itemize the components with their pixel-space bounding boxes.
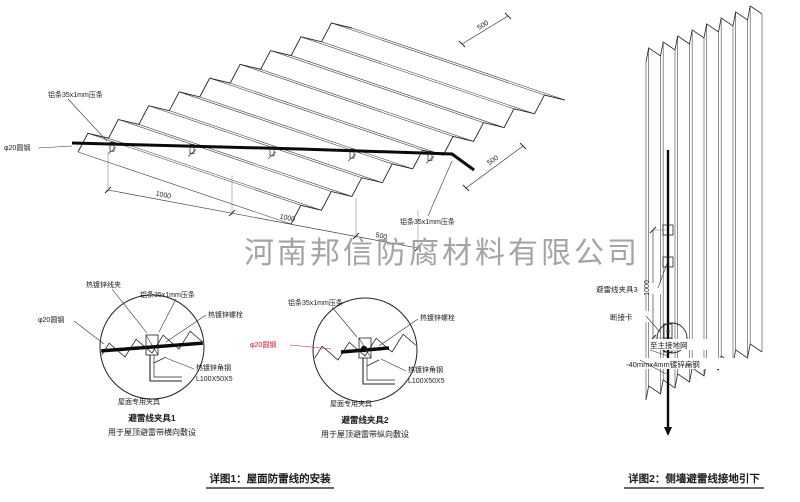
detail-circle-1-drawing xyxy=(99,294,205,400)
leader-line xyxy=(67,98,108,142)
detail2-bolt-label: 热镀锌螺栓 xyxy=(420,313,455,322)
detail2-title: 避雷线夹具2 xyxy=(341,415,389,425)
leader-line xyxy=(639,359,667,375)
wall-clamp3-label: 避雷线夹具3 xyxy=(596,284,638,294)
detail1-angle-label: 热镀锌角钢 xyxy=(196,363,231,372)
leader-line xyxy=(73,320,105,345)
label-backdrop xyxy=(609,311,649,322)
detail2-angle-spec-label: L100X50X5 xyxy=(408,378,445,385)
dim-1000-b: 1000 xyxy=(279,214,296,224)
wall-disconnect-label: 断接卡 xyxy=(610,312,633,322)
leader-line xyxy=(165,357,195,370)
leader-line xyxy=(289,344,332,350)
leader-line xyxy=(657,257,670,289)
leader-line xyxy=(37,145,73,149)
dim-500-top: 500 xyxy=(476,20,490,32)
side-wall-drawing xyxy=(645,5,763,436)
roof-rod-label: φ20圆钢 xyxy=(4,143,30,152)
label-backdrop xyxy=(595,283,661,294)
watermark-text: 河南邦信防腐材料有限公司 xyxy=(244,237,640,270)
detail-circle-2-drawing xyxy=(312,297,418,403)
detail1-fixture-label: 屋面专用夹具 xyxy=(118,397,160,406)
wall-dim-1000: 1000 xyxy=(644,280,651,296)
label-backdrop xyxy=(625,358,737,369)
detail1-subtitle: 用于屋顶避雷带横向敷设 xyxy=(108,427,196,437)
detail1-strip-label: 铝条35x1mm压条 xyxy=(140,290,195,299)
detail-circle-2-labels: 铝条35x1mm压条 热镀锌螺栓 φ20圆钢 热镀锌角钢 L100X50X5 屋… xyxy=(250,298,455,439)
dim-500: 500 xyxy=(375,232,388,241)
leader-line xyxy=(111,288,148,334)
wall-to-ground-label: 至主接地网 xyxy=(650,340,688,350)
figure-captions: 详图1：屋面防雷线的安装 详图2：侧墙避雷线接地引下 xyxy=(206,472,764,489)
label-backdrop xyxy=(649,339,713,350)
leader-line xyxy=(158,298,177,333)
roof-isometric-drawing xyxy=(71,12,566,252)
roof-strip-label-left: 铝条35x1mm压条 xyxy=(48,90,103,99)
wall-annotations: 1000 避雷线夹具3 断接卡 至主接地网 -40mmx4mm镀锌扁钢 xyxy=(595,257,737,375)
detail2-rod-label: φ20圆钢 xyxy=(250,340,276,349)
detail2-angle-label: 热镀锌角钢 xyxy=(408,365,443,374)
detail1-title: 避雷线夹具1 xyxy=(128,413,176,423)
roof-strip-label-right: 铝条35x1mm压条 xyxy=(400,217,455,226)
caption-fig2: 详图2：侧墙避雷线接地引下 xyxy=(628,472,760,485)
leader-line xyxy=(645,315,661,333)
dim-500-right: 500 xyxy=(486,154,500,167)
dim-1000-a: 1000 xyxy=(155,191,172,201)
wall-flat-steel-label: -40mmx4mm镀锌扁钢 xyxy=(626,359,700,369)
leader-line xyxy=(331,306,358,338)
detail-circle-1-labels: 热镀锌线夹 铝条35x1mm压条 热镀锌螺栓 φ20圆钢 热镀锌角钢 L100X… xyxy=(38,280,243,437)
leader-line xyxy=(427,160,453,217)
detail1-wire-clip-label: 热镀锌线夹 xyxy=(86,280,121,289)
leader-line xyxy=(378,318,419,347)
leader-line xyxy=(165,314,207,343)
detail2-subtitle: 用于屋顶避雷带纵向敷设 xyxy=(321,429,409,439)
caption-fig1: 详图1：屋面防雷线的安装 xyxy=(209,472,331,485)
leader-line xyxy=(649,349,669,357)
detail1-angle-spec-label: L100X50X5 xyxy=(196,376,233,383)
detail1-rod-label: φ20圆钢 xyxy=(38,315,64,324)
detail1-bolt-label: 热镀锌螺栓 xyxy=(208,310,243,319)
detail2-strip-label: 铝条35x1mm压条 xyxy=(288,298,343,307)
detail2-fixture-label: 屋面专用夹具 xyxy=(330,399,372,408)
leader-line xyxy=(380,358,407,372)
